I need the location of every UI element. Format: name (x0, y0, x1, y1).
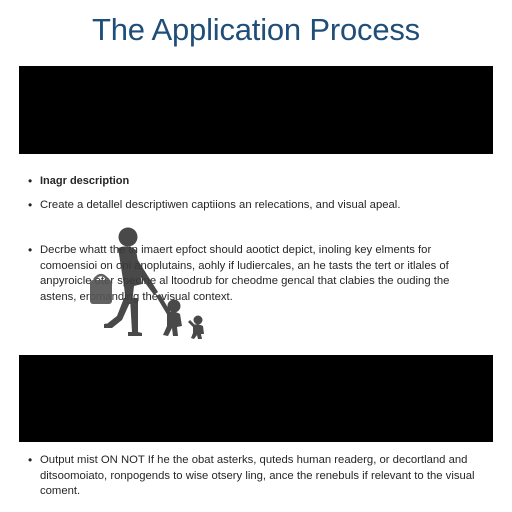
list-item-text: Decrbe whatt the tn imaert epfoct should… (40, 244, 450, 303)
redacted-block-top (19, 66, 493, 154)
bullet-marker: • (28, 174, 33, 188)
list-item-text: Create a detallel descriptiwen captiions… (40, 199, 401, 211)
list-item: • Inagr description (28, 174, 488, 190)
adult-walking-with-children-silhouette-icon (76, 224, 216, 342)
bullet-marker: • (28, 453, 33, 467)
list-item-text: Output mist ON NOT If he the obat asterk… (40, 454, 475, 497)
list-item: • Output mist ON NOT If he the obat aste… (28, 453, 488, 500)
bullet-marker: • (28, 243, 33, 257)
list-item: • Decrbe whatt the tn imaert epfoct shou… (28, 243, 488, 305)
page-title: The Application Process (92, 12, 420, 47)
redacted-block-bottom (19, 355, 493, 442)
list-item-text: Inagr description (40, 175, 130, 187)
list-item: • Create a detallel descriptiwen captiio… (28, 198, 488, 214)
bullet-marker: • (28, 198, 33, 212)
